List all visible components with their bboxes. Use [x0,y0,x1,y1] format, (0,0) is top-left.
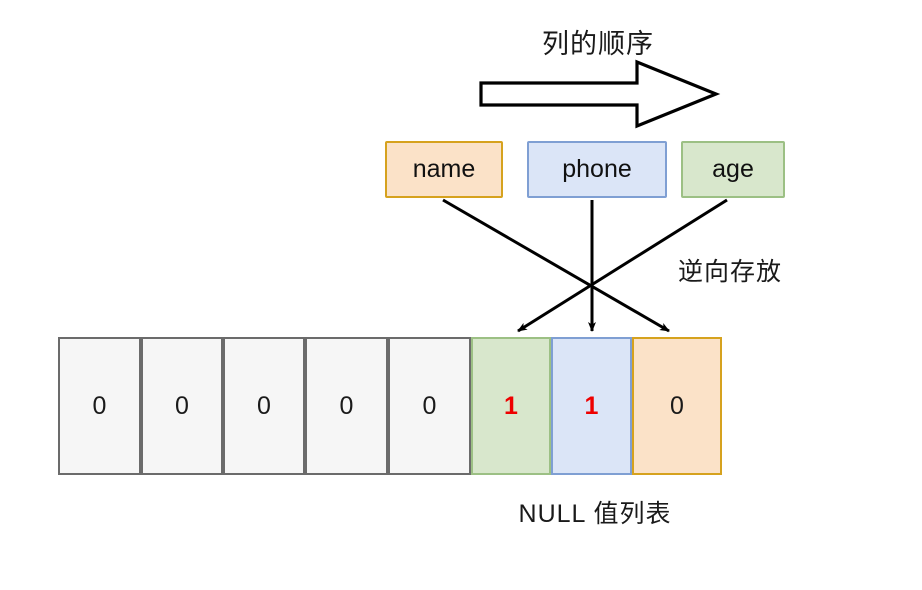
null-bitmap-cell: 0 [58,337,141,475]
cell-value: 0 [257,391,271,420]
null-bitmap-cell-name: 0 [632,337,722,475]
block-arrow-right-icon [479,59,721,129]
cell-value: 0 [339,391,354,420]
column-box-name-label: name [412,155,476,183]
null-bitmap-cell: 0 [388,337,471,475]
mapping-arrow-name [442,198,670,333]
cell-value: 0 [92,391,107,420]
column-box-age: age [681,141,785,198]
null-list-caption: NULL 值列表 [518,500,672,528]
cell-value: 1 [584,391,599,420]
column-box-age-label: age [712,155,754,183]
column-box-name: name [385,141,503,198]
null-bitmap-cell: 0 [305,337,388,475]
cell-value: 1 [504,391,518,420]
null-bitmap-cell-phone: 1 [551,337,632,475]
cell-value: 0 [422,391,437,420]
column-box-phone: phone [527,141,667,198]
column-box-phone-label: phone [562,155,632,183]
null-bitmap-cell: 0 [223,337,305,475]
null-bitmap-cell-age: 1 [471,337,551,475]
null-bitmap-cell: 0 [141,337,223,475]
cell-value: 0 [175,391,189,420]
cell-value: 0 [670,391,684,420]
column-order-title: 列的顺序 [542,29,654,59]
reverse-storage-note: 逆向存放 [678,258,783,286]
null-bitmap-row: 0 0 0 0 0 1 1 0 [58,337,722,475]
